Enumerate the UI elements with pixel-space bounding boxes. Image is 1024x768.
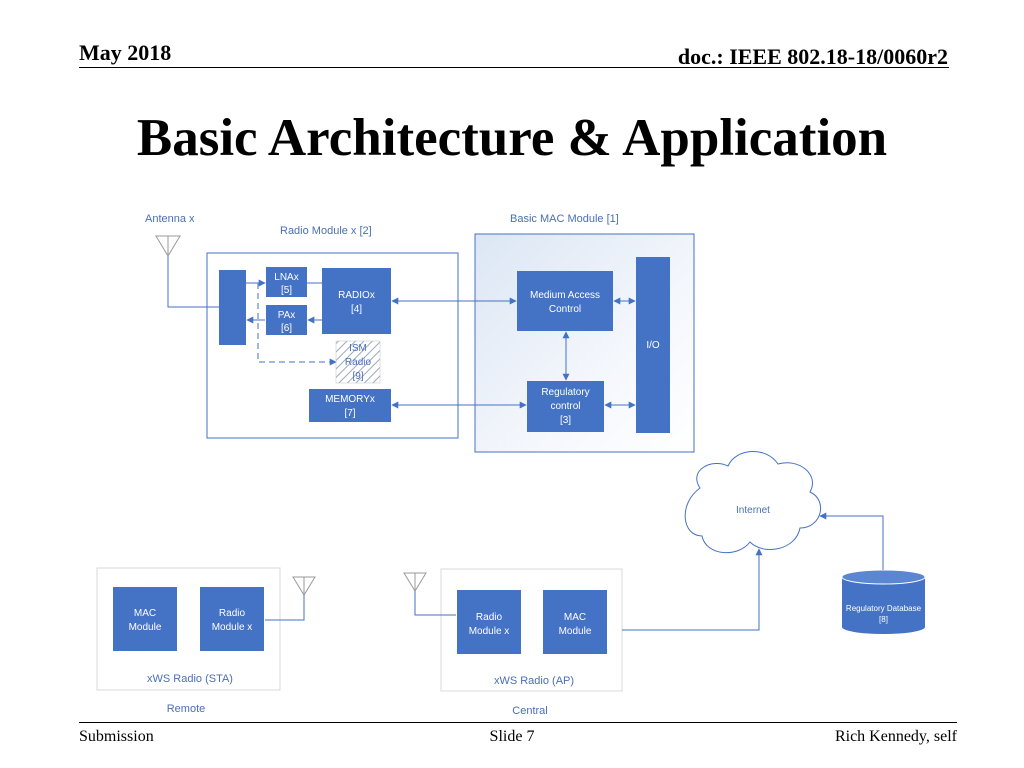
radio-ref: [4]	[351, 304, 362, 315]
sta-radio-label-2: Module x	[212, 622, 253, 633]
db-internet-arrow	[819, 512, 884, 570]
io-block	[636, 257, 670, 433]
sta-antenna-icon	[292, 576, 316, 596]
ism-label: ISM	[349, 343, 367, 354]
ap-radio-label-1: Radio	[476, 612, 503, 623]
ap-mac-block	[543, 590, 607, 654]
sta-radio-block	[200, 587, 264, 651]
sta-mac-block	[113, 587, 177, 651]
mac-module-label: Basic MAC Module [1]	[510, 213, 619, 225]
ap-radio-label-2: Module x	[469, 626, 510, 637]
io-label: I/O	[646, 340, 660, 351]
antenna-label: Antenna x	[145, 213, 195, 225]
mac-ctrl-label-2: Control	[549, 304, 581, 315]
ism-ref: [9]	[352, 371, 363, 382]
ap-label: xWS Radio (AP)	[494, 675, 574, 687]
slide-title: Basic Architecture & Application	[136, 109, 888, 167]
sta-radio-label-1: Radio	[219, 608, 246, 619]
antenna-feed-line	[167, 256, 219, 308]
memory-block	[309, 389, 391, 422]
ism-dashed-path	[257, 283, 337, 366]
reg-ctrl-label-1: Regulatory	[541, 387, 589, 398]
ap-mac-label-2: Module	[559, 626, 592, 637]
radio-module-frame	[206, 252, 459, 439]
ism-radio-block	[335, 340, 381, 384]
antenna-icon	[155, 235, 181, 257]
medium-access-control-block	[517, 271, 613, 331]
footer-submission: Submission	[79, 728, 154, 745]
ap-antenna-feed	[414, 591, 456, 616]
header-date: May 2018	[79, 40, 172, 65]
remote-label: Remote	[167, 703, 206, 715]
ap-antenna-icon	[403, 572, 427, 592]
header-rule	[79, 67, 949, 68]
central-label: Central	[512, 705, 547, 717]
footer-author: Rich Kennedy, self	[834, 728, 957, 745]
lna-label: LNAx	[274, 272, 298, 283]
regulatory-database-icon	[841, 569, 926, 634]
internet-label: Internet	[736, 505, 770, 516]
sta-antenna-feed	[265, 595, 305, 621]
pa-block	[266, 305, 307, 335]
regulatory-control-block	[527, 381, 604, 432]
ap-radio-block	[457, 590, 521, 654]
footer-rule	[79, 722, 957, 723]
ap-internet-arrow	[622, 548, 763, 631]
ap-mac-label-1: MAC	[564, 612, 586, 623]
pa-ref: [6]	[281, 323, 292, 334]
footer-slide-number: Slide 7	[489, 728, 535, 745]
internet-cloud-icon	[684, 451, 821, 554]
radio-label: RADIOx	[338, 290, 375, 301]
radio-module-label: Radio Module x [2]	[280, 225, 372, 237]
reg-ctrl-label-2: control	[550, 401, 580, 412]
memory-label: MEMORYx	[325, 394, 375, 405]
reg-db-label: Regulatory Database	[846, 604, 922, 613]
lna-ref: [5]	[281, 285, 292, 296]
sta-mac-label-1: MAC	[134, 608, 156, 619]
reg-ctrl-ref: [3]	[560, 415, 571, 426]
rf-switch-block	[219, 270, 246, 345]
ism-label-radio: Radio	[345, 357, 372, 368]
lna-block	[266, 267, 307, 297]
sta-mac-label-2: Module	[129, 622, 162, 633]
memory-ref: [7]	[344, 408, 355, 419]
radio-block	[322, 268, 391, 334]
sta-label: xWS Radio (STA)	[147, 673, 233, 685]
header-doc-number: doc.: IEEE 802.18-18/0060r2	[677, 44, 948, 69]
mac-ctrl-label-1: Medium Access	[530, 290, 600, 301]
reg-db-ref: [8]	[879, 615, 888, 624]
pa-label: PAx	[278, 310, 296, 321]
